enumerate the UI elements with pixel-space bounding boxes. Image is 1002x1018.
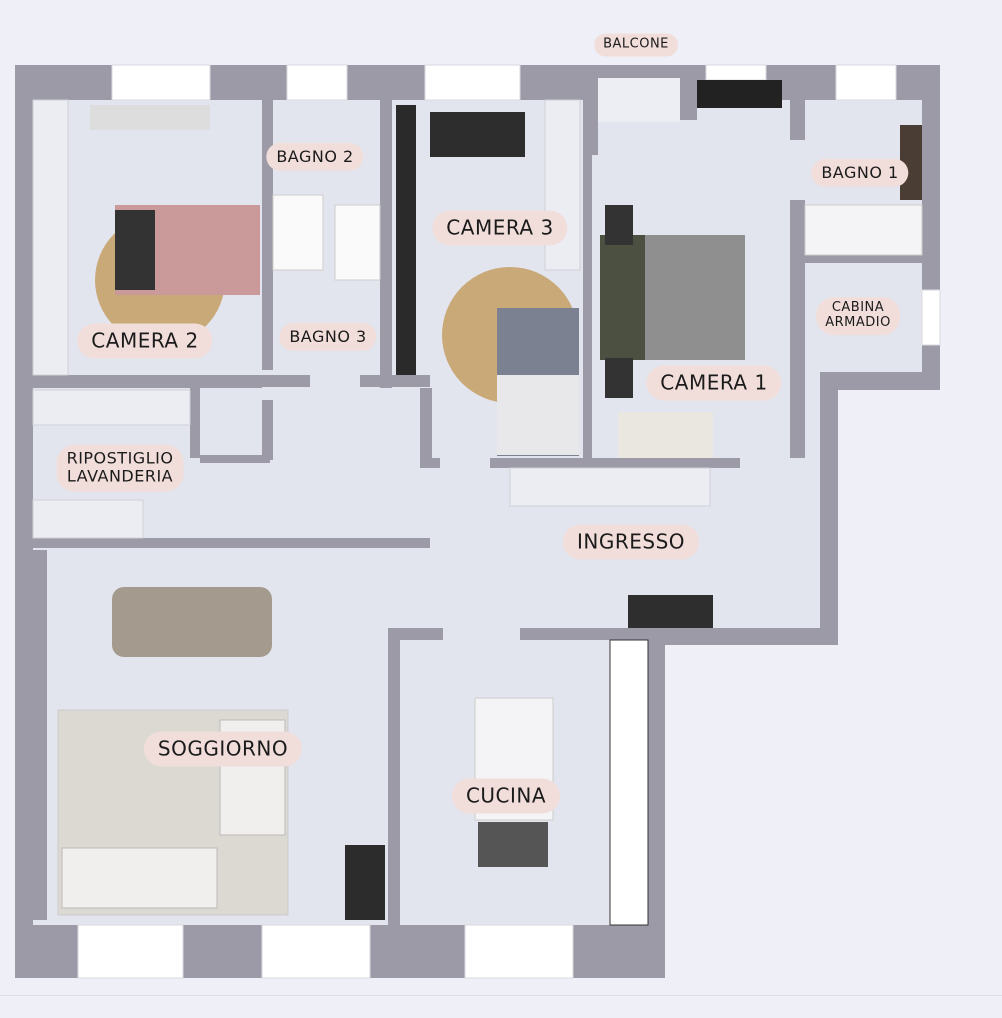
cabina-line-2: ARMADIO (825, 315, 891, 330)
divider (0, 995, 1002, 996)
windows (77, 64, 941, 979)
room-label-bagno-1: BAGNO 1 (811, 158, 909, 188)
room-label-camera-1: CAMERA 1 (646, 365, 782, 401)
interior-walls (33, 65, 922, 925)
room-label-ripostiglio-lavanderia: RIPOSTIGLIO LAVANDERIA (56, 444, 184, 492)
balcony-floor (598, 78, 680, 122)
room-label-cucina: CUCINA (451, 778, 561, 814)
room-label-cabina-armadio: CABINA ARMADIO (816, 297, 900, 335)
cabina-line-1: CABINA (831, 300, 885, 316)
room-label-balcone: BALCONE (594, 33, 678, 57)
room-label-camera-2: CAMERA 2 (77, 323, 213, 359)
room-label-camera-3: CAMERA 3 (432, 210, 568, 246)
room-label-ingresso: INGRESSO (562, 524, 700, 560)
room-label-bagno-3: BAGNO 3 (279, 322, 377, 352)
room-label-soggiorno: SOGGIORNO (143, 731, 303, 767)
ripostiglio-line-1: RIPOSTIGLIO (66, 448, 174, 468)
ripostiglio-line-2: LAVANDERIA (66, 467, 174, 486)
room-label-bagno-2: BAGNO 2 (266, 142, 364, 172)
